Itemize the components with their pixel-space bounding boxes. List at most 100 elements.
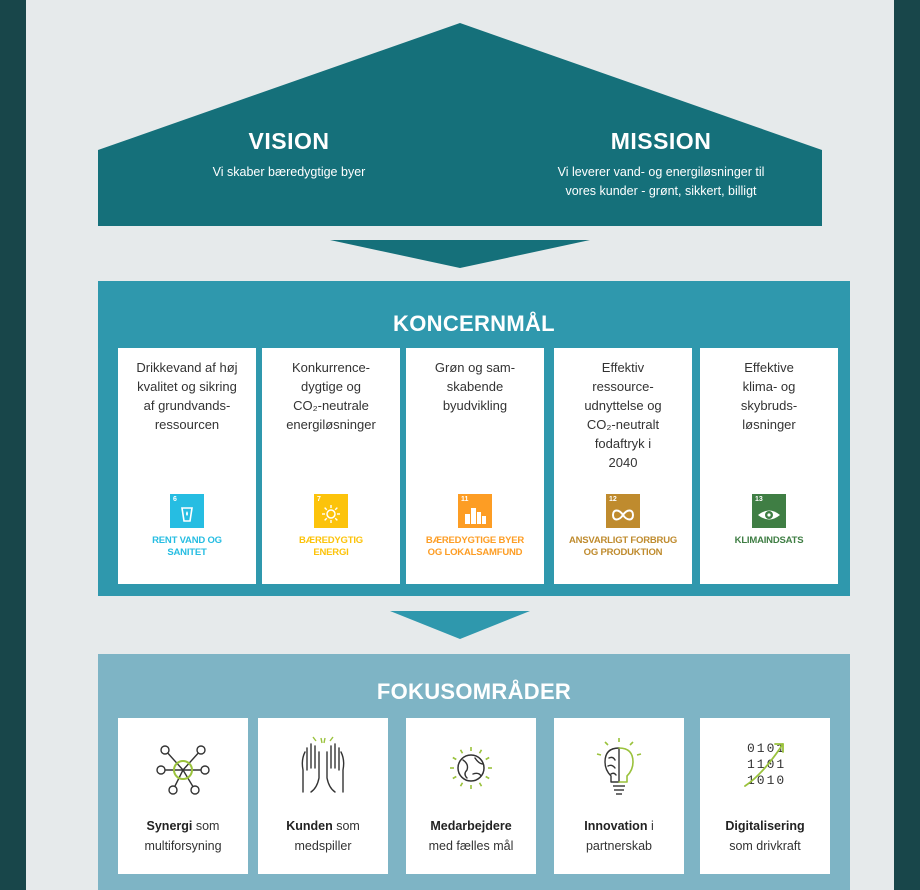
goal-text: Effektiv ressource-udnyttelse og CO₂-neutr… — [558, 358, 688, 472]
goal-text-line: Grøn og sam- — [434, 360, 516, 375]
svg-text:1101: 1101 — [747, 757, 786, 772]
eye-globe-icon — [758, 510, 780, 520]
mission-text-line-2: vores kunder - grønt, sikkert, billigt — [565, 184, 757, 198]
goal-text-line: af grundvands- — [143, 398, 231, 413]
sdg-number: 6 — [173, 496, 177, 503]
focus-text: Digitalisering som drivkraft — [702, 816, 828, 856]
vision-block: VISION Vi skaber bæredygtige byer — [164, 128, 414, 182]
goal-text-line: Effektiv — [601, 360, 645, 375]
sdg-number: 12 — [609, 496, 617, 503]
mission-text-line-1: Vi leverer vand- og energiløsninger til — [557, 165, 765, 179]
goal-text-line: udnyttelse og — [584, 398, 662, 413]
sdg-label-line: BÆREDYGTIGE BYER — [425, 535, 525, 546]
fokusomraader-title: FOKUSOMRÅDER — [376, 679, 572, 704]
goal-text-line: ressourcen — [154, 417, 220, 432]
sdg-number: 13 — [755, 496, 763, 503]
goal-text-line: CO₂-neutralt — [586, 417, 660, 432]
sdg-badge: 11 — [458, 494, 492, 528]
network-nodes-icon — [151, 734, 215, 798]
goal-text-line: CO₂-neutrale — [293, 398, 369, 413]
goal-text: Konkurrence-dygtige og CO₂-neutrale energi… — [266, 358, 396, 434]
focus-keyword: Kunden — [286, 819, 333, 833]
goal-text: Effektive klima- og skybruds-løsninger — [704, 358, 834, 434]
goal-text-line: skabende — [446, 379, 504, 394]
background-panel: VISION Vi skaber bæredygtige byer MISSIO… — [26, 0, 894, 890]
focus-subtext: partnerskab — [585, 839, 652, 853]
sdg-label-line: RENT VAND OG — [152, 535, 222, 546]
goal-text-line: Effektive — [744, 360, 794, 375]
goal-text-line: energiløsninger — [286, 417, 376, 432]
focus-keyword: Medarbejdere — [430, 819, 512, 833]
focus-subtext: multiforsyning — [144, 839, 222, 853]
koncernmaal-title: KONCERNMÅL — [393, 311, 555, 336]
goal-text-line: dygtige og — [301, 379, 361, 394]
sdg-label-line: KLIMAINDSATS — [734, 535, 804, 546]
down-arrow-2 — [390, 611, 530, 639]
goal-text-line: ressource- — [592, 379, 654, 394]
goal-text-line: skybruds- — [740, 398, 798, 413]
focus-subtext: som drivkraft — [729, 839, 801, 853]
vision-mission-roof — [98, 23, 822, 639]
brain-lightbulb-icon — [587, 734, 651, 798]
goal-text-line: Drikkevand af høj — [136, 360, 238, 375]
sdg-label-line: OG PRODUKTION — [583, 547, 663, 558]
goal-text-line: løsninger — [742, 417, 796, 432]
sdg-label-line: SANITET — [167, 547, 207, 558]
goal-card: Konkurrence-dygtige og CO₂-neutrale energi… — [262, 348, 400, 584]
sdg-label-line: ENERGI — [313, 547, 349, 558]
focus-text: Medarbejdere med fælles mål — [408, 816, 534, 856]
mission-heading: MISSION — [610, 128, 712, 154]
goal-card: Effektiv ressource-udnyttelse og CO₂-neutr… — [554, 348, 692, 584]
goal-text: Drikkevand af høj kvalitet og sikring af g… — [122, 358, 252, 434]
sdg-number: 11 — [461, 496, 469, 503]
goal-text-line: fodaftryk i — [594, 436, 652, 451]
water-glass-icon — [181, 507, 193, 522]
sdg-number: 7 — [317, 496, 321, 503]
infinity-icon — [611, 509, 635, 521]
globe-sparkle-icon — [439, 734, 503, 798]
focus-card: Medarbejdere med fælles mål — [406, 718, 536, 874]
mission-text: Vi leverer vand- og energiløsninger til … — [506, 163, 816, 201]
mission-block: MISSION Vi leverer vand- og energiløsnin… — [506, 128, 816, 201]
focus-subtext: medspiller — [294, 839, 352, 853]
sdg-label-line: OG LOKALSAMFUND — [427, 547, 523, 558]
vision-text: Vi skaber bæredygtige byer — [212, 165, 366, 179]
focus-keyword: Digitalisering — [725, 819, 805, 833]
goal-text-line: Konkurrence- — [291, 360, 371, 375]
roof-shape — [98, 23, 822, 226]
sun-power-icon — [322, 505, 340, 523]
city-buildings-icon — [465, 508, 486, 524]
sdg-label-line: BÆREDYGTIG — [299, 535, 363, 546]
goal-text: Grøn og sam-skabende byudvikling — [410, 358, 540, 415]
sdg-badge: 12 — [606, 494, 640, 528]
goal-text-line: klima- og — [742, 379, 796, 394]
goal-card: Drikkevand af høj kvalitet og sikring af g… — [118, 348, 256, 584]
focus-keyword: Innovation — [584, 819, 648, 833]
focus-keyword: Synergi — [146, 819, 193, 833]
sdg-label: KLIMAINDSATS — [702, 535, 836, 547]
focus-subtext: med fælles mål — [428, 839, 514, 853]
down-arrow-1 — [330, 240, 590, 268]
sdg-badge: 6 — [170, 494, 204, 528]
goal-text-line: kvalitet og sikring — [137, 379, 237, 394]
sdg-badge: 13 — [752, 494, 786, 528]
sdg-badge: 7 — [314, 494, 348, 528]
goal-text-line: byudvikling — [442, 398, 508, 413]
vision-heading: VISION — [248, 128, 330, 154]
goal-text-line: 2040 — [608, 455, 638, 470]
high-five-hands-icon — [291, 734, 355, 798]
